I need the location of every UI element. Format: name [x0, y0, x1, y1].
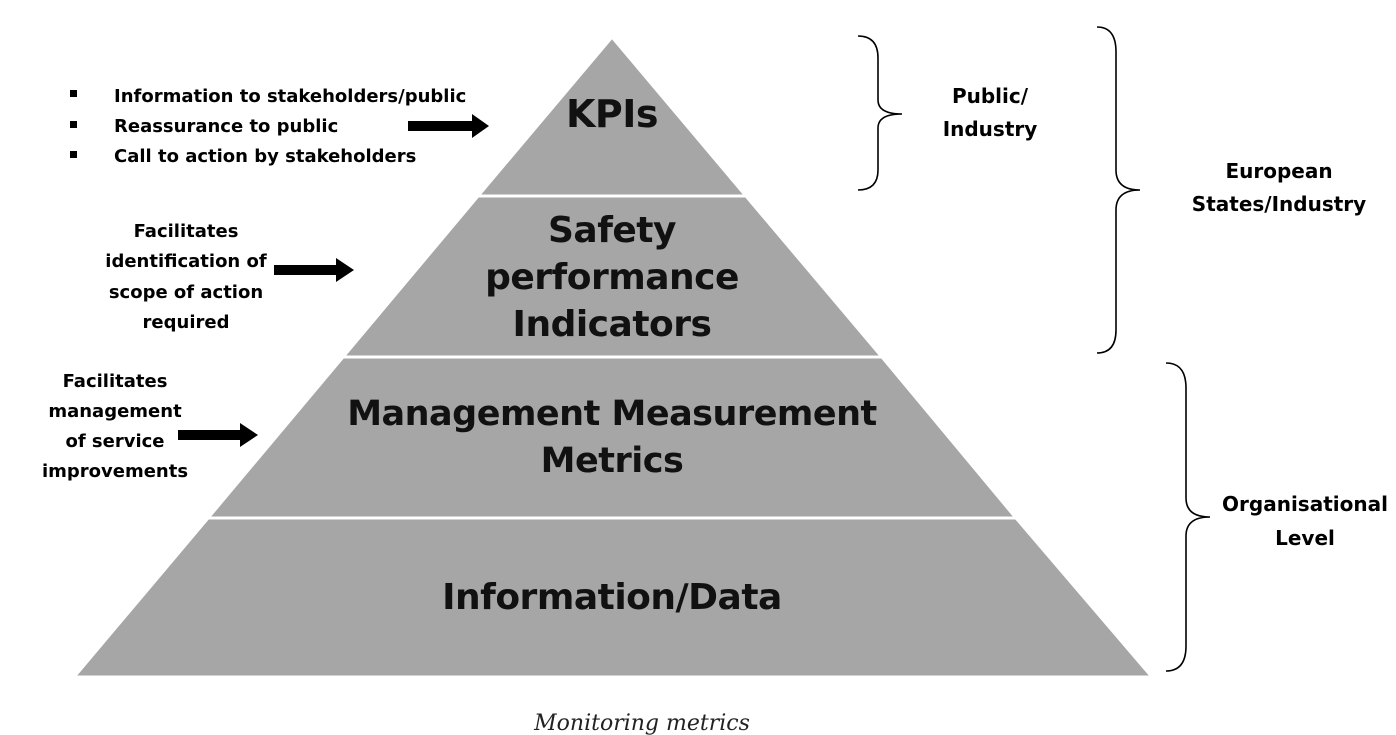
level-label-european-line-2: States/Industry: [1192, 192, 1366, 216]
tier-label-information-data: Information/Data: [442, 577, 782, 618]
bullet-marker: [70, 151, 77, 158]
tier-label-mmm-line-1: Management Measurement: [347, 394, 877, 434]
tier-label-mmm-line-2: Metrics: [541, 441, 684, 481]
brace-public-industry: [857, 35, 903, 191]
brace-organisational-level: [1165, 362, 1211, 672]
kpi-note-3: Call to action by stakeholders: [114, 146, 416, 167]
arrow-right-icon: [408, 114, 489, 138]
tier-label-spi-line-3: Indicators: [513, 304, 712, 345]
kpi-note-1: Information to stakeholders/public: [114, 86, 466, 107]
spi-notes: Facilitates identification of scope of a…: [105, 221, 267, 333]
tier-label-spi-line-2: performance: [485, 257, 739, 298]
spi-note-line-1: Facilitates: [134, 221, 239, 242]
level-label-organisational-line-1: Organisational: [1222, 492, 1388, 516]
tier-label-spi-line-1: Safety: [548, 210, 676, 251]
spi-note-line-4: required: [143, 312, 230, 333]
level-label-public-line-2: Industry: [943, 117, 1038, 141]
level-label-organisational-line-2: Level: [1275, 526, 1335, 550]
tier-information-data: [70, 516, 1156, 679]
mmm-note-line-3: of service: [65, 431, 164, 452]
tier-label-kpis: KPIs: [566, 92, 658, 136]
arrow-right-icon: [178, 423, 258, 447]
spi-note-line-2: identification of: [105, 251, 267, 272]
level-label-european-line-1: European: [1225, 159, 1332, 183]
mmm-notes: Facilitates management of service improv…: [42, 371, 188, 482]
mmm-note-line-1: Facilitates: [63, 371, 168, 392]
tier-management-measurement-metrics: [204, 355, 1020, 520]
mmm-note-line-2: management: [48, 401, 182, 422]
brace-european-states: [1096, 26, 1141, 354]
arrow-right-icon: [274, 258, 354, 282]
kpi-notes: Information to stakeholders/public Reass…: [70, 86, 466, 167]
bullet-marker: [70, 90, 77, 97]
kpi-note-2: Reassurance to public: [114, 116, 338, 137]
mmm-note-line-4: improvements: [42, 461, 188, 482]
level-label-public-line-1: Public/: [952, 84, 1029, 108]
pyramid: KPIs Safety performance Indicators Manag…: [70, 34, 1156, 679]
spi-note-line-3: scope of action: [109, 282, 263, 303]
bullet-marker: [70, 121, 77, 128]
figure-caption: Monitoring metrics: [533, 711, 750, 735]
